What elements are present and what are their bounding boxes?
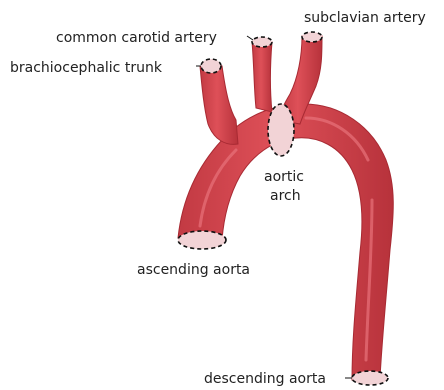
brachiocephalic-trunk-label: brachiocephalic trunk [10,60,163,76]
descending-aorta-label: descending aorta [204,371,326,387]
brachiocephalic-trunk-outlet [201,59,221,73]
common-carotid-artery-label: common carotid artery [56,30,217,46]
brachiocephalic-trunk-vessel [200,66,238,144]
ascending-aorta-outlet [178,231,226,249]
aorta-vessel [178,36,393,380]
ascending-aorta-label: ascending aorta [137,262,250,278]
common-carotid-artery-vessel [252,42,272,112]
subclavian-artery-outlet [302,32,322,42]
descending-aorta-outlet [352,371,388,385]
aortic-arch-label-line2: arch [270,188,301,204]
aortic-arch-label-line1: aortic [264,169,304,185]
common-carotid-artery-outlet [252,37,272,47]
subclavian-artery-label: subclavian artery [304,10,426,26]
aortic-arch-cross-section [268,104,294,156]
